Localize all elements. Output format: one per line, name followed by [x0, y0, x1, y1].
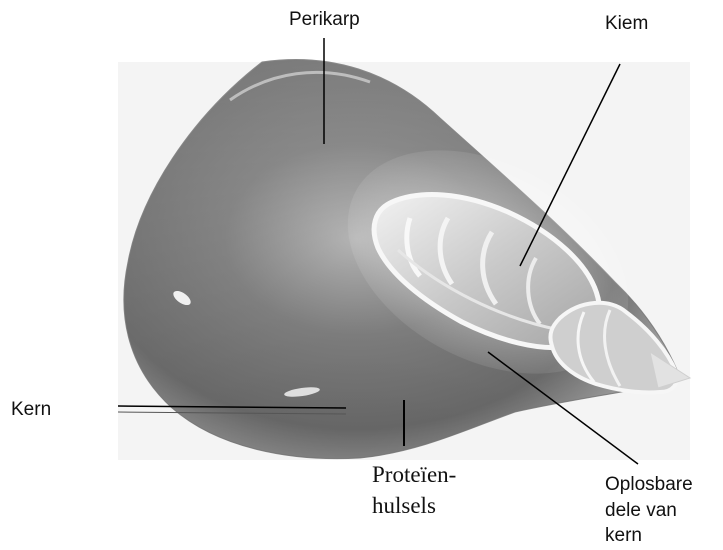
label-oplosbare-line1: Oplosbare	[605, 474, 693, 496]
label-kern: Kern	[11, 399, 51, 421]
label-oplosbare-line2: dele van	[605, 500, 677, 522]
label-proteien-line1: Proteïen-	[372, 460, 456, 489]
label-oplosbare-line3: kern	[605, 525, 642, 547]
label-proteien-line2: hulsels	[372, 491, 436, 520]
label-perikarp: Perikarp	[289, 9, 360, 31]
label-kiem: Kiem	[605, 13, 648, 35]
